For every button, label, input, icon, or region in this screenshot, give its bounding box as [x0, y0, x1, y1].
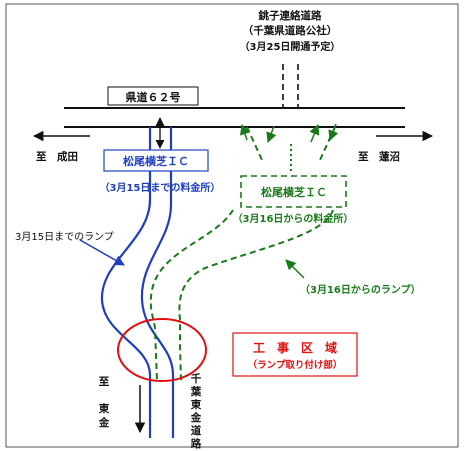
old-ic-box [103, 149, 209, 172]
new-ic-caption: （3月16日からの料金所） [233, 212, 354, 225]
expressway-char: 金 [190, 411, 202, 424]
new-ramp-arrow-center-right [309, 124, 320, 143]
to-togane-char: 金 [98, 416, 110, 429]
construction-area-box [232, 332, 358, 377]
to-togane-char: 至 [99, 376, 110, 388]
to-togane-label: 至 東 金 [98, 376, 110, 429]
expressway-char: 葉 [190, 385, 202, 398]
new-ic-name: 松尾横芝ＩＣ [261, 185, 327, 199]
connector-road-lines [282, 64, 299, 108]
old-ramp-label: 3月15日までのランプ [15, 231, 114, 243]
prefectural-road-label-box [107, 86, 199, 106]
old-ic-name: 松尾横芝ＩＣ [123, 154, 189, 168]
new-ramp-label: （3月16日からのランプ） [300, 283, 421, 296]
connector-road-opening: （3月25日開通予定） [240, 40, 341, 53]
new-ramp-arrow-right [328, 123, 339, 141]
diagram-frame [5, 3, 459, 448]
prefectural-road [64, 107, 405, 128]
expressway-char: 道 [191, 424, 202, 437]
new-ic-box [240, 175, 347, 208]
expressway-label: 千 葉 東 金 道 路 [190, 372, 202, 450]
connector-road-name: 銚子連絡道路 [259, 9, 322, 22]
connector-road-operator: （千葉県道路公社） [243, 24, 338, 37]
old-ic-caption: （3月15日までの料金所） [100, 181, 221, 194]
prefectural-road-label: 県道６２号 [126, 90, 181, 104]
new-ramp-arrow-left [240, 124, 250, 141]
new-ramp-pointer-arrow [285, 259, 305, 279]
expressway-char: 千 [191, 372, 202, 385]
to-togane-char: 東 [99, 402, 110, 415]
to-narita-label: 至 成田 [36, 150, 78, 163]
construction-area-title: 工 事 区 域 [253, 340, 337, 355]
to-hasunuma-label: 至 蓮沼 [358, 150, 400, 163]
construction-area-subtitle: （ランプ取り付け部） [248, 359, 343, 371]
expressway-char: 東 [191, 398, 202, 411]
construction-area-circle [117, 318, 207, 382]
old-ramp-lines [100, 127, 175, 438]
expressway-char: 路 [191, 437, 202, 450]
new-ramp-arrow-center-left [266, 125, 277, 143]
new-ramp-lines [149, 126, 336, 381]
old-ramp-pointer-arrow [79, 239, 125, 266]
